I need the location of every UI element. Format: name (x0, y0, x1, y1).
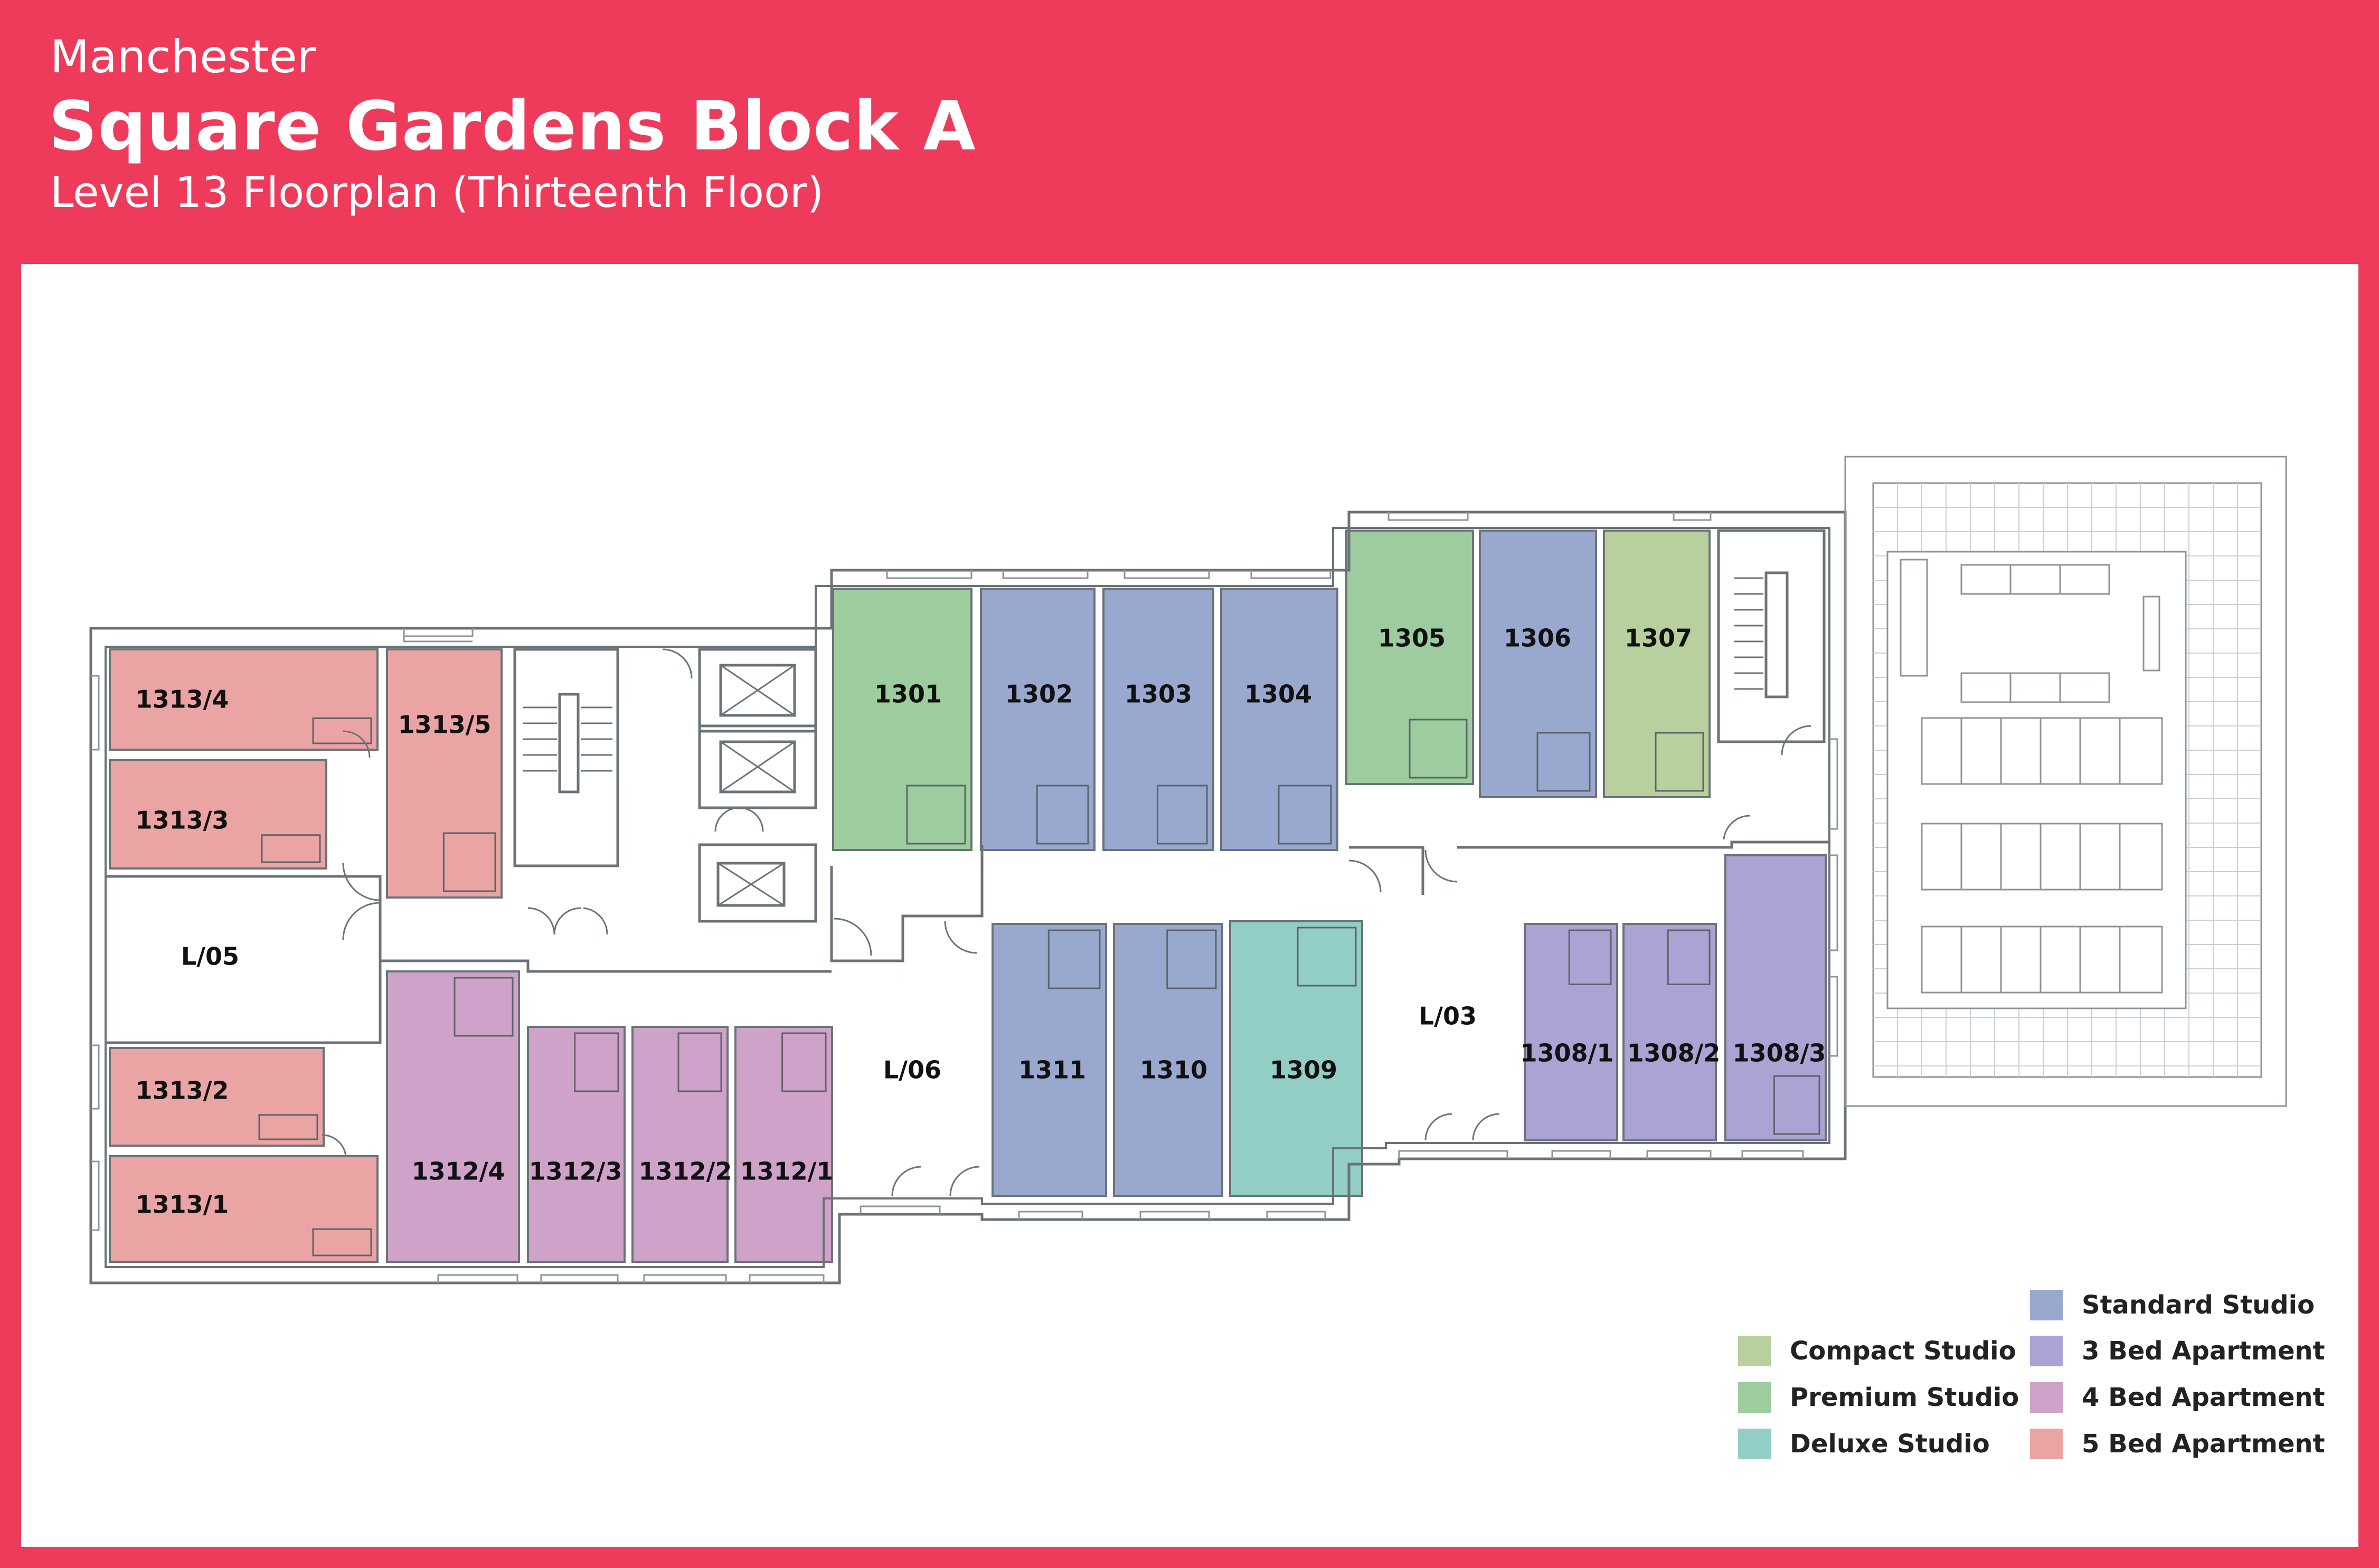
bathroom-pod (1166, 929, 1217, 989)
room-label: 1311 (1018, 1056, 1086, 1084)
bathroom-pod (1409, 719, 1468, 779)
city-name: Manchester (50, 31, 316, 83)
legend-swatch (2030, 1429, 2063, 1459)
unit-1312-4 (386, 970, 520, 1263)
unit-1313-2 (109, 1047, 325, 1147)
room-label: 1303 (1125, 680, 1192, 709)
room-label: 1307 (1625, 624, 1692, 653)
room-label: 1305 (1378, 624, 1446, 653)
unit-1312-1 (734, 1026, 833, 1263)
bathroom-pod (312, 717, 372, 744)
legend-item: Compact Studio (1738, 1336, 2016, 1366)
bathroom-pod (906, 785, 966, 845)
floor-subtitle: Level 13 Floorplan (Thirteenth Floor) (50, 168, 824, 217)
window-markers (91, 512, 1838, 1283)
bathroom-pod (1568, 929, 1612, 985)
room-label: 1301 (874, 680, 942, 709)
bathroom-pod (1047, 929, 1101, 989)
roof-terrace (1844, 456, 2287, 1107)
bathroom-pod (677, 1032, 722, 1092)
room-labels: 1313/4 1313/5 1313/3 1313/2 1313/1 1312/4 1312… (136, 624, 1826, 1219)
unit-1301 (832, 588, 973, 851)
unit-1313-1 (109, 1155, 379, 1263)
unit-1313-3 (109, 759, 327, 870)
bathroom-pod (1773, 1075, 1820, 1135)
legend-item: Standard Studio (2030, 1290, 2315, 1320)
legend-item: 3 Bed Apartment (2030, 1336, 2325, 1366)
room-label: 1308/1 (1521, 1039, 1614, 1068)
page-header: Manchester Square Gardens Block A Level … (0, 0, 2379, 264)
room-label: 1308/3 (1733, 1039, 1826, 1068)
unit-1309 (1229, 920, 1363, 1197)
room-label: 1312/3 (529, 1157, 622, 1186)
legend-item: 5 Bed Apartment (2030, 1429, 2325, 1459)
unit-1312-2 (631, 1026, 729, 1263)
room-label: 1312/1 (740, 1157, 834, 1186)
legend-label: 5 Bed Apartment (2082, 1429, 2325, 1459)
room-label: 1313/2 (136, 1076, 229, 1105)
building-title: Square Gardens Block A (49, 87, 976, 166)
room-label: 1313/1 (136, 1191, 229, 1219)
legend-swatch (1738, 1429, 1771, 1459)
unit-1312-3 (527, 1026, 626, 1263)
room-label: 1310 (1140, 1056, 1207, 1084)
legend-swatch (1738, 1382, 1771, 1413)
bathroom-pod (574, 1032, 619, 1092)
room-label: 1312/4 (412, 1157, 505, 1186)
bathroom-pod (312, 1228, 372, 1257)
unit-1308-3 (1724, 854, 1827, 1141)
area-label-l05: L/05 (181, 942, 239, 971)
legend-label: Standard Studio (2082, 1290, 2315, 1320)
unit-fills (109, 530, 1827, 1263)
unit-1308-2 (1622, 923, 1717, 1141)
bathroom-pod (1036, 785, 1089, 845)
room-label: 1313/4 (136, 685, 229, 714)
area-label-l03: L/03 (1419, 1002, 1477, 1031)
legend-item: Premium Studio (1738, 1382, 2019, 1413)
bathroom-pod (1667, 929, 1711, 985)
bathroom-pod (1297, 927, 1357, 987)
unit-1307 (1603, 530, 1711, 798)
legend-label: Compact Studio (1790, 1336, 2016, 1366)
room-label: 1309 (1270, 1056, 1337, 1084)
legend-label: 4 Bed Apartment (2082, 1383, 2325, 1412)
unit-1302 (980, 588, 1096, 851)
bathroom-pod (1278, 785, 1332, 845)
room-label: 1308/2 (1627, 1039, 1721, 1068)
legend-swatch (2030, 1382, 2063, 1413)
bathroom-pod (454, 977, 514, 1037)
bathroom-pod (1156, 785, 1208, 845)
room-label: 1312/2 (639, 1157, 732, 1186)
legend-item: 4 Bed Apartment (2030, 1382, 2325, 1413)
bathroom-pod (442, 832, 496, 892)
room-label: 1313/3 (136, 806, 229, 835)
legend-item: Deluxe Studio (1738, 1429, 1990, 1459)
legend-swatch (2030, 1290, 2063, 1320)
unit-1308-1 (1524, 923, 1618, 1141)
bathroom-pod (781, 1032, 827, 1092)
bathroom-pod (261, 834, 321, 863)
bathroom-pod (258, 1114, 318, 1140)
bathroom-pod (1536, 732, 1591, 792)
legend-label: Premium Studio (1790, 1383, 2019, 1412)
bathroom-pod (1655, 732, 1704, 792)
area-label-l06: L/06 (883, 1056, 941, 1084)
room-label: 1306 (1504, 624, 1571, 653)
unit-1303 (1102, 588, 1214, 851)
room-label: 1304 (1244, 680, 1312, 709)
unit-1313-4 (109, 648, 379, 751)
legend-label: Deluxe Studio (1790, 1429, 1990, 1459)
legend-swatch (2030, 1336, 2063, 1366)
unit-1310 (1113, 923, 1223, 1197)
legend-label: 3 Bed Apartment (2082, 1336, 2325, 1366)
room-label: 1302 (1005, 680, 1073, 709)
room-label: 1313/5 (398, 711, 492, 739)
legend-swatch (1738, 1336, 1771, 1366)
building-walls (89, 511, 1847, 1284)
